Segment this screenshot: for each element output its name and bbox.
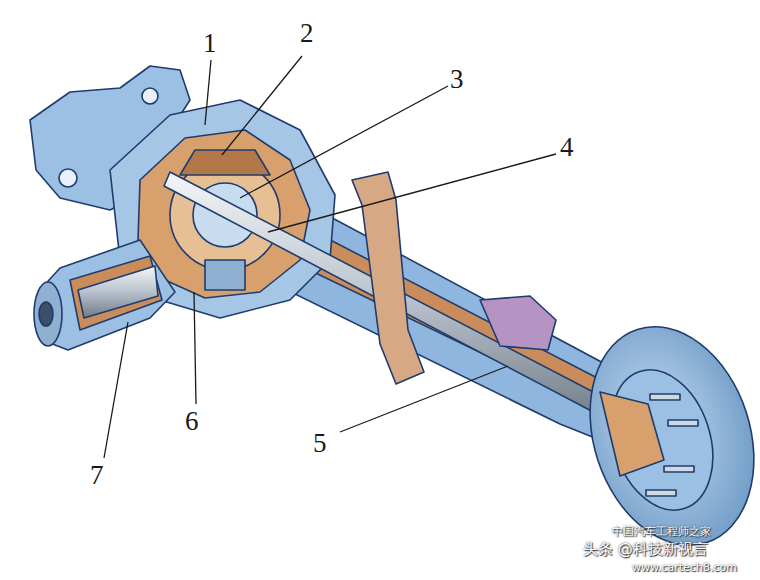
callout-number: 4: [560, 134, 574, 161]
leader-lines: [104, 56, 556, 458]
callout-number: 1: [203, 30, 217, 57]
watermark: 中国汽车工程师之家: [612, 526, 711, 537]
callout-number: 2: [300, 20, 314, 47]
callout-number: 3: [450, 66, 464, 93]
callout-number: 6: [185, 408, 199, 435]
callout-number: 5: [313, 430, 327, 457]
watermark: www.cartech8.com: [632, 562, 737, 573]
callout-number: 7: [90, 462, 104, 489]
watermark: 头条 @科技新视言: [583, 542, 708, 557]
